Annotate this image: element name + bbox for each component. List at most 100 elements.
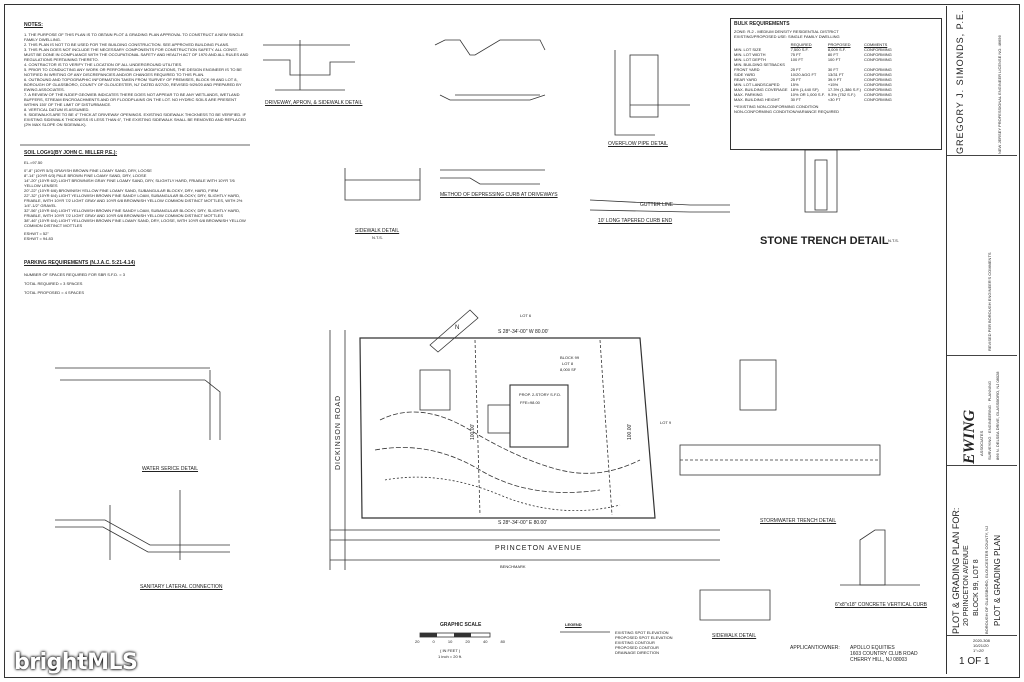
cell: MAX. PARKING <box>734 92 763 97</box>
cell: 9.3% (752 S.F.) <box>827 92 856 97</box>
depress-curb-title: METHOD OF DEPRESSING CURB AT DRIVEWAYS <box>440 192 558 198</box>
benchmark-label: BENCHMARK <box>500 564 526 569</box>
cell: SIDE YARD <box>734 72 756 77</box>
bulk-row: MIN. LOT SIZE 7,500 S.F. 8,009 S.F. CONFORM… <box>734 47 895 52</box>
side-dimension-west: 100.00' <box>470 423 476 440</box>
house-ffe: FFE=98.00 <box>520 400 540 405</box>
bulk-table-header: REQUIRED PROPOSED COMMENTS <box>734 42 895 47</box>
plan-address: 20 PRINCETON AVENUE <box>963 545 970 626</box>
legend-item: EXISTING CONTOUR <box>615 640 655 645</box>
cell: CONFORMING <box>863 67 892 72</box>
note-item: 1. THE PURPOSE OF THIS PLAN IS TO OBTAIN… <box>24 32 244 42</box>
soil-line: 22"-32" (10YR 6/4) LIGHT YELLOWISH BROWN… <box>24 193 243 208</box>
plan-date: 10/21/20 <box>973 643 989 648</box>
street-princeton-avenue: PRINCETON AVENUE <box>495 545 582 552</box>
note-item: 9. SIDEWALKS ARE TO BE 4" THICK AT DRIVE… <box>24 112 247 127</box>
cell: 15% <box>790 82 799 87</box>
bearing-south: S 28°-34'-00" E 80.00' <box>498 520 548 526</box>
firm-sub: ASSOCIATES <box>979 430 984 456</box>
notes-heading: NOTES: <box>24 22 43 28</box>
cell: MAX. BUILDING HEIGHT <box>734 97 781 102</box>
cell: 25 FT <box>790 77 802 82</box>
plan-block-lot: BLOCK 99, LOT 8 <box>973 559 980 616</box>
engineer-cell: GREGORY J. SIMONDS, P.E. NEW JERSEY PROF… <box>947 6 1017 156</box>
sheet-number: 1 OF 1 <box>959 656 990 667</box>
note-item: 7. A REVIEW OF THE NJDEP GEOWEB INDICATE… <box>24 92 240 107</box>
cell: 17.3% (1,386 S.F.) <box>827 87 861 92</box>
cell: 18% (1,440 SF) <box>790 87 819 92</box>
bulk-requirements-box: BULK REQUIREMENTS ZONE: R-2 - MEDIUM DEN… <box>730 18 942 150</box>
graphic-scale-ratio: 1 inch = 20 ft. <box>438 654 463 659</box>
bulk-use: EXISTING/PROPOSED USE: SINGLE FAMILY DWE… <box>734 34 840 39</box>
revision-cell: REVISED PER BOROUGH ENGINEER'S COMMENTS <box>947 156 1017 356</box>
driveway-detail-title: DRIVEWAY, APRON, & SIDEWALK DETAIL <box>265 100 363 106</box>
scale-tick: 20 <box>415 639 420 644</box>
cell: 39.9 FT <box>827 77 842 82</box>
soil-line: 0"-8" (10YR 5/3) GRAYISH BROWN FINE LOAM… <box>24 168 152 173</box>
cell: MIN. LOT DEPTH <box>734 57 766 62</box>
cell: MIN. LOT LANDSCAPED <box>734 82 780 87</box>
cell: MAX. BUILDING COVERAGE <box>734 87 788 92</box>
plan-municipality: BOROUGH OF GLASSBORO, GLOUCESTER COUNTY,… <box>984 526 989 634</box>
engineer-name: GREGORY J. SIMONDS, P.E. <box>955 9 965 154</box>
bulk-footnote: NON-CONFORMING CONDITION/VARIANCE REQUIR… <box>734 109 840 114</box>
cell: CONFORMING <box>863 87 892 92</box>
cell: CONFORMING <box>863 47 892 52</box>
nts-label: N.T.S. <box>888 238 899 243</box>
legend-list: EXISTING SPOT ELEVATION PROPOSED SPOT EL… <box>615 630 673 655</box>
soil-line: 8"-14" (10YR 6/3) PALE BROWN FINE LOAMY … <box>24 173 147 178</box>
bulk-col: REQUIRED <box>790 42 812 47</box>
applicant-city: CHERRY HILL, NJ 08003 <box>850 657 908 663</box>
bulk-heading: BULK REQUIREMENTS <box>734 21 790 27</box>
lot-label: LOT 8 <box>562 361 574 366</box>
note-item: 8. VERTICAL DATUM IS ASSUMED. <box>24 107 90 112</box>
cell: REAR YARD <box>734 77 757 82</box>
cell: CONFORMING <box>863 82 892 87</box>
bright-logo: brightMLS <box>14 650 138 675</box>
cell: 100 FT <box>827 57 841 62</box>
bearing-north: S 28°-34'-00" W 80.00' <box>498 329 549 335</box>
notes-list: 1. THE PURPOSE OF THIS PLAN IS TO OBTAIN… <box>24 32 250 127</box>
cell: 7,500 S.F. <box>790 47 809 52</box>
cell: 80 FT <box>827 52 839 57</box>
scale-tick: 20 <box>465 639 470 644</box>
soil-log-heading: SOIL LOG#1(BY JOHN C. MILLER P.E.): <box>24 150 118 156</box>
cell: 8,009 S.F. <box>827 47 846 52</box>
sheet-cell: 2020-308 10/21/20 1"=20' 1 OF 1 <box>947 636 1017 674</box>
scale-tick: 40 <box>482 639 488 644</box>
scale-tick: 80 <box>500 639 505 644</box>
graphic-scale-title: GRAPHIC SCALE <box>440 622 482 628</box>
cell: +15% <box>827 82 839 87</box>
soil-elevation: EL.=97.50 <box>24 160 43 165</box>
cell: <30 FT <box>827 97 841 102</box>
street-dickinson-road: DICKINSON ROAD <box>335 394 342 470</box>
cell: MIN. LOT SIZE <box>734 47 762 52</box>
legend-title: LEGEND <box>565 622 582 627</box>
cell: CONFORMING <box>863 52 892 57</box>
house-label: PROP. 2-STORY S.F.D. <box>518 392 562 397</box>
legend-item: PROPOSED SPOT ELEVATION <box>615 635 673 640</box>
plan-name: PLOT & GRADING PLAN <box>993 535 1002 626</box>
gutter-line-label: GUTTER LINE <box>640 202 674 208</box>
bulk-col: COMMENTS <box>863 42 888 47</box>
note-item: 6. OUTBOUND AND TOPOGRAPHIC INFORMATION … <box>24 77 242 92</box>
note-item: 5. PRIOR TO CONDUCTING ANY WORK OR PERFO… <box>24 67 242 77</box>
soil-line: 20"-22" (10YR 6/6) BROWNISH YELLOW FINE … <box>24 188 219 193</box>
firm-address: 866 N. DELSEA DRIVE, GLASSBORO, NJ 08028 <box>995 371 1000 460</box>
applicant-address: 1603 COUNTRY CLUB ROAD <box>850 651 918 657</box>
cell: 100 FT <box>790 57 804 62</box>
cell: 30 FT <box>827 67 839 72</box>
note-item: 4. CONTRACTOR IS TO VERIFY THE LOCATION … <box>24 62 183 67</box>
north-arrow-icon: N <box>455 325 460 331</box>
bulk-table: REQUIRED PROPOSED COMMENTS MIN. LOT SIZE… <box>734 42 895 102</box>
bulk-col: PROPOSED <box>827 42 851 47</box>
cell: 30 FT <box>790 97 802 102</box>
note-item: 2. THIS PLAN IS NOT TO BE USED FOR THE B… <box>24 42 230 47</box>
